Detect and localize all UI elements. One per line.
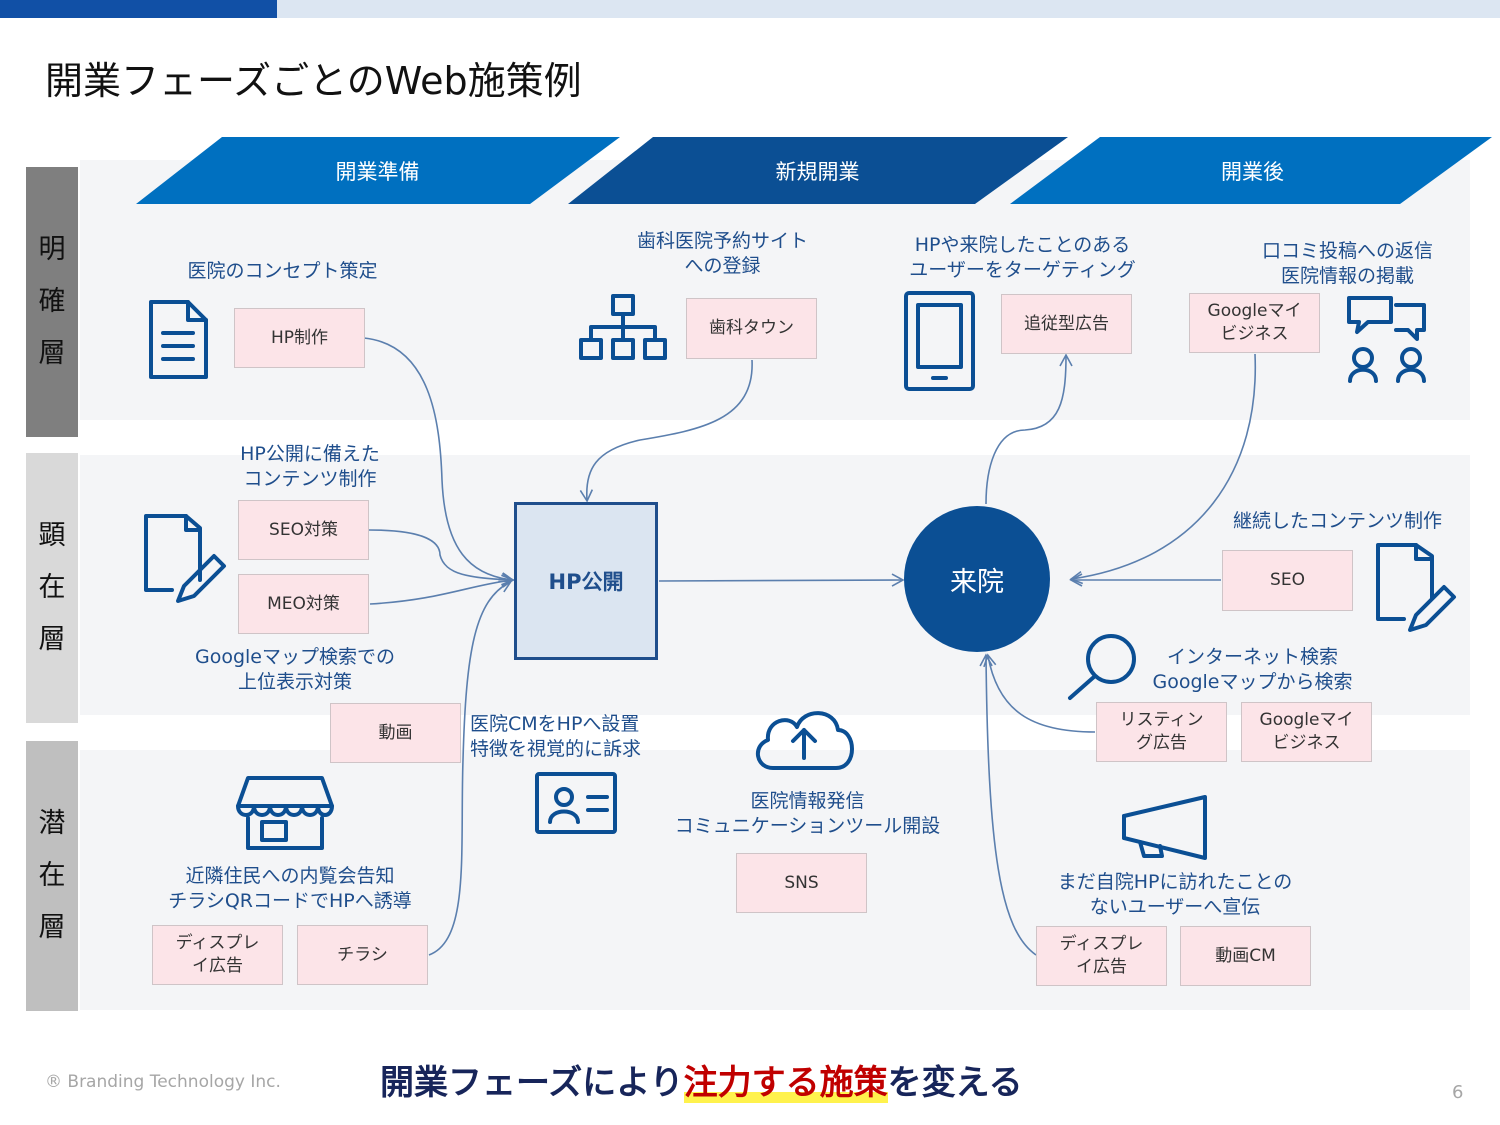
document-icon bbox=[149, 300, 208, 379]
layer-char: 明 bbox=[38, 234, 66, 265]
footer-message: 開業フェーズにより注力する施策を変える bbox=[380, 1055, 1023, 1104]
layer-char: 層 bbox=[38, 338, 66, 369]
label-dental-site: 歯科医院予約サイト への登録 bbox=[636, 230, 808, 277]
phase-label-open: 新規開業 bbox=[775, 160, 860, 184]
tablet-icon bbox=[904, 291, 975, 391]
box-dental-town: 歯科タウン bbox=[686, 298, 817, 359]
magnifier-icon bbox=[1068, 634, 1136, 700]
layer-latent: 潜 在 層 bbox=[26, 741, 78, 1011]
document-edit-icon bbox=[1376, 543, 1456, 632]
box-gmb-top: Googleマイ ビジネス bbox=[1189, 293, 1320, 353]
phase-label-after: 開業後 bbox=[1221, 160, 1284, 184]
page-title: 開業フェーズごとのWeb施策例 bbox=[45, 59, 582, 103]
connector-hpmake-hp bbox=[363, 337, 515, 586]
box-listing: リスティン グ広告 bbox=[1096, 702, 1227, 762]
layer-char: 層 bbox=[38, 912, 66, 943]
phase-banner-prep bbox=[136, 137, 620, 204]
footer-message-pre: 開業フェーズにより bbox=[380, 1063, 684, 1103]
label-concept: 医院のコンセプト策定 bbox=[187, 260, 378, 282]
label-neighbors: 近隣住民への内覧会告知 チラシQRコードでHPへ誘導 bbox=[168, 865, 412, 912]
chat-people-icon bbox=[1347, 296, 1426, 383]
connector-display-raiin bbox=[979, 653, 1037, 956]
label-targeting: HPや来院したことのある ユーザーをターゲティング bbox=[909, 234, 1136, 281]
sitemap-icon bbox=[579, 294, 667, 360]
id-card-icon bbox=[535, 772, 617, 834]
phase-label-prep: 開業準備 bbox=[335, 160, 420, 184]
top-accent-bar bbox=[0, 0, 277, 18]
footer-message-emphasis: 注力する施策 bbox=[683, 1063, 888, 1103]
connector-hp-raiin bbox=[658, 573, 905, 587]
connector-listing-raiin bbox=[983, 653, 1096, 733]
raiin-node: 来院 bbox=[904, 506, 1050, 652]
layer-apparent: 顕 在 層 bbox=[26, 453, 78, 723]
label-sns-info: 医院情報発信 コミュニケーションツール開設 bbox=[674, 790, 941, 837]
box-douga: 動画 bbox=[330, 703, 461, 763]
label-hp-content: HP公開に備えた コンテンツ制作 bbox=[240, 443, 380, 490]
box-retarget: 追従型広告 bbox=[1001, 294, 1132, 354]
hp-public-node: HP公開 bbox=[514, 502, 658, 660]
box-display-left: ディスプレ イ広告 bbox=[152, 925, 283, 985]
megaphone-icon bbox=[1122, 795, 1207, 860]
label-continued: 継続したコンテンツ制作 bbox=[1232, 510, 1442, 532]
box-seo: SEO bbox=[1222, 550, 1353, 611]
layer-char: 顕 bbox=[38, 520, 66, 551]
page-number: 6 bbox=[1452, 1082, 1464, 1103]
store-icon bbox=[236, 776, 334, 850]
box-gmb-mid: Googleマイ ビジネス bbox=[1241, 702, 1372, 762]
box-video-cm: 動画CM bbox=[1180, 926, 1311, 986]
layer-char: 在 bbox=[38, 860, 66, 891]
box-flyer: チラシ bbox=[297, 925, 428, 985]
label-internet-search: インターネット検索 Googleマップから検索 bbox=[1152, 646, 1353, 693]
layer-char: 層 bbox=[38, 624, 66, 655]
document-edit-icon bbox=[144, 514, 226, 603]
connector-meo-hp bbox=[369, 574, 515, 605]
connector-flyer-hp bbox=[428, 580, 513, 956]
layer-char: 潜 bbox=[38, 808, 66, 839]
label-not-visited: まだ自院HPに訪れたことの ないユーザーへ宣伝 bbox=[1057, 871, 1293, 918]
label-cm: 医院CMをHPへ設置 特徴を視覚的に訴求 bbox=[470, 713, 642, 760]
box-meo-taisaku: MEO対策 bbox=[238, 574, 369, 634]
box-sns: SNS bbox=[736, 853, 867, 913]
box-hp-make: HP制作 bbox=[234, 308, 365, 368]
copyright: ® Branding Technology Inc. bbox=[45, 1072, 281, 1092]
label-review: 口コミ投稿への返信 医院情報の掲載 bbox=[1261, 240, 1433, 287]
phase-banner-after bbox=[1010, 137, 1492, 204]
phase-banner-open bbox=[568, 137, 1068, 204]
label-map-search: Googleマップ検索での 上位表示対策 bbox=[194, 646, 395, 693]
top-light-bar bbox=[277, 0, 1500, 18]
layer-explicit: 明 確 層 bbox=[26, 167, 78, 437]
layer-char: 在 bbox=[38, 572, 66, 603]
layer-char: 確 bbox=[38, 286, 66, 317]
connector-gmb-raiin bbox=[1069, 353, 1257, 585]
connector-raiin-retarget bbox=[985, 353, 1073, 505]
box-seo-taisaku: SEO対策 bbox=[238, 500, 369, 560]
footer-message-post: を変える bbox=[887, 1063, 1023, 1103]
box-display-right: ディスプレ イ広告 bbox=[1036, 926, 1167, 986]
cloud-upload-icon bbox=[756, 711, 854, 770]
connector-seo-hp bbox=[368, 529, 515, 587]
connector-dental-hp bbox=[579, 359, 753, 503]
